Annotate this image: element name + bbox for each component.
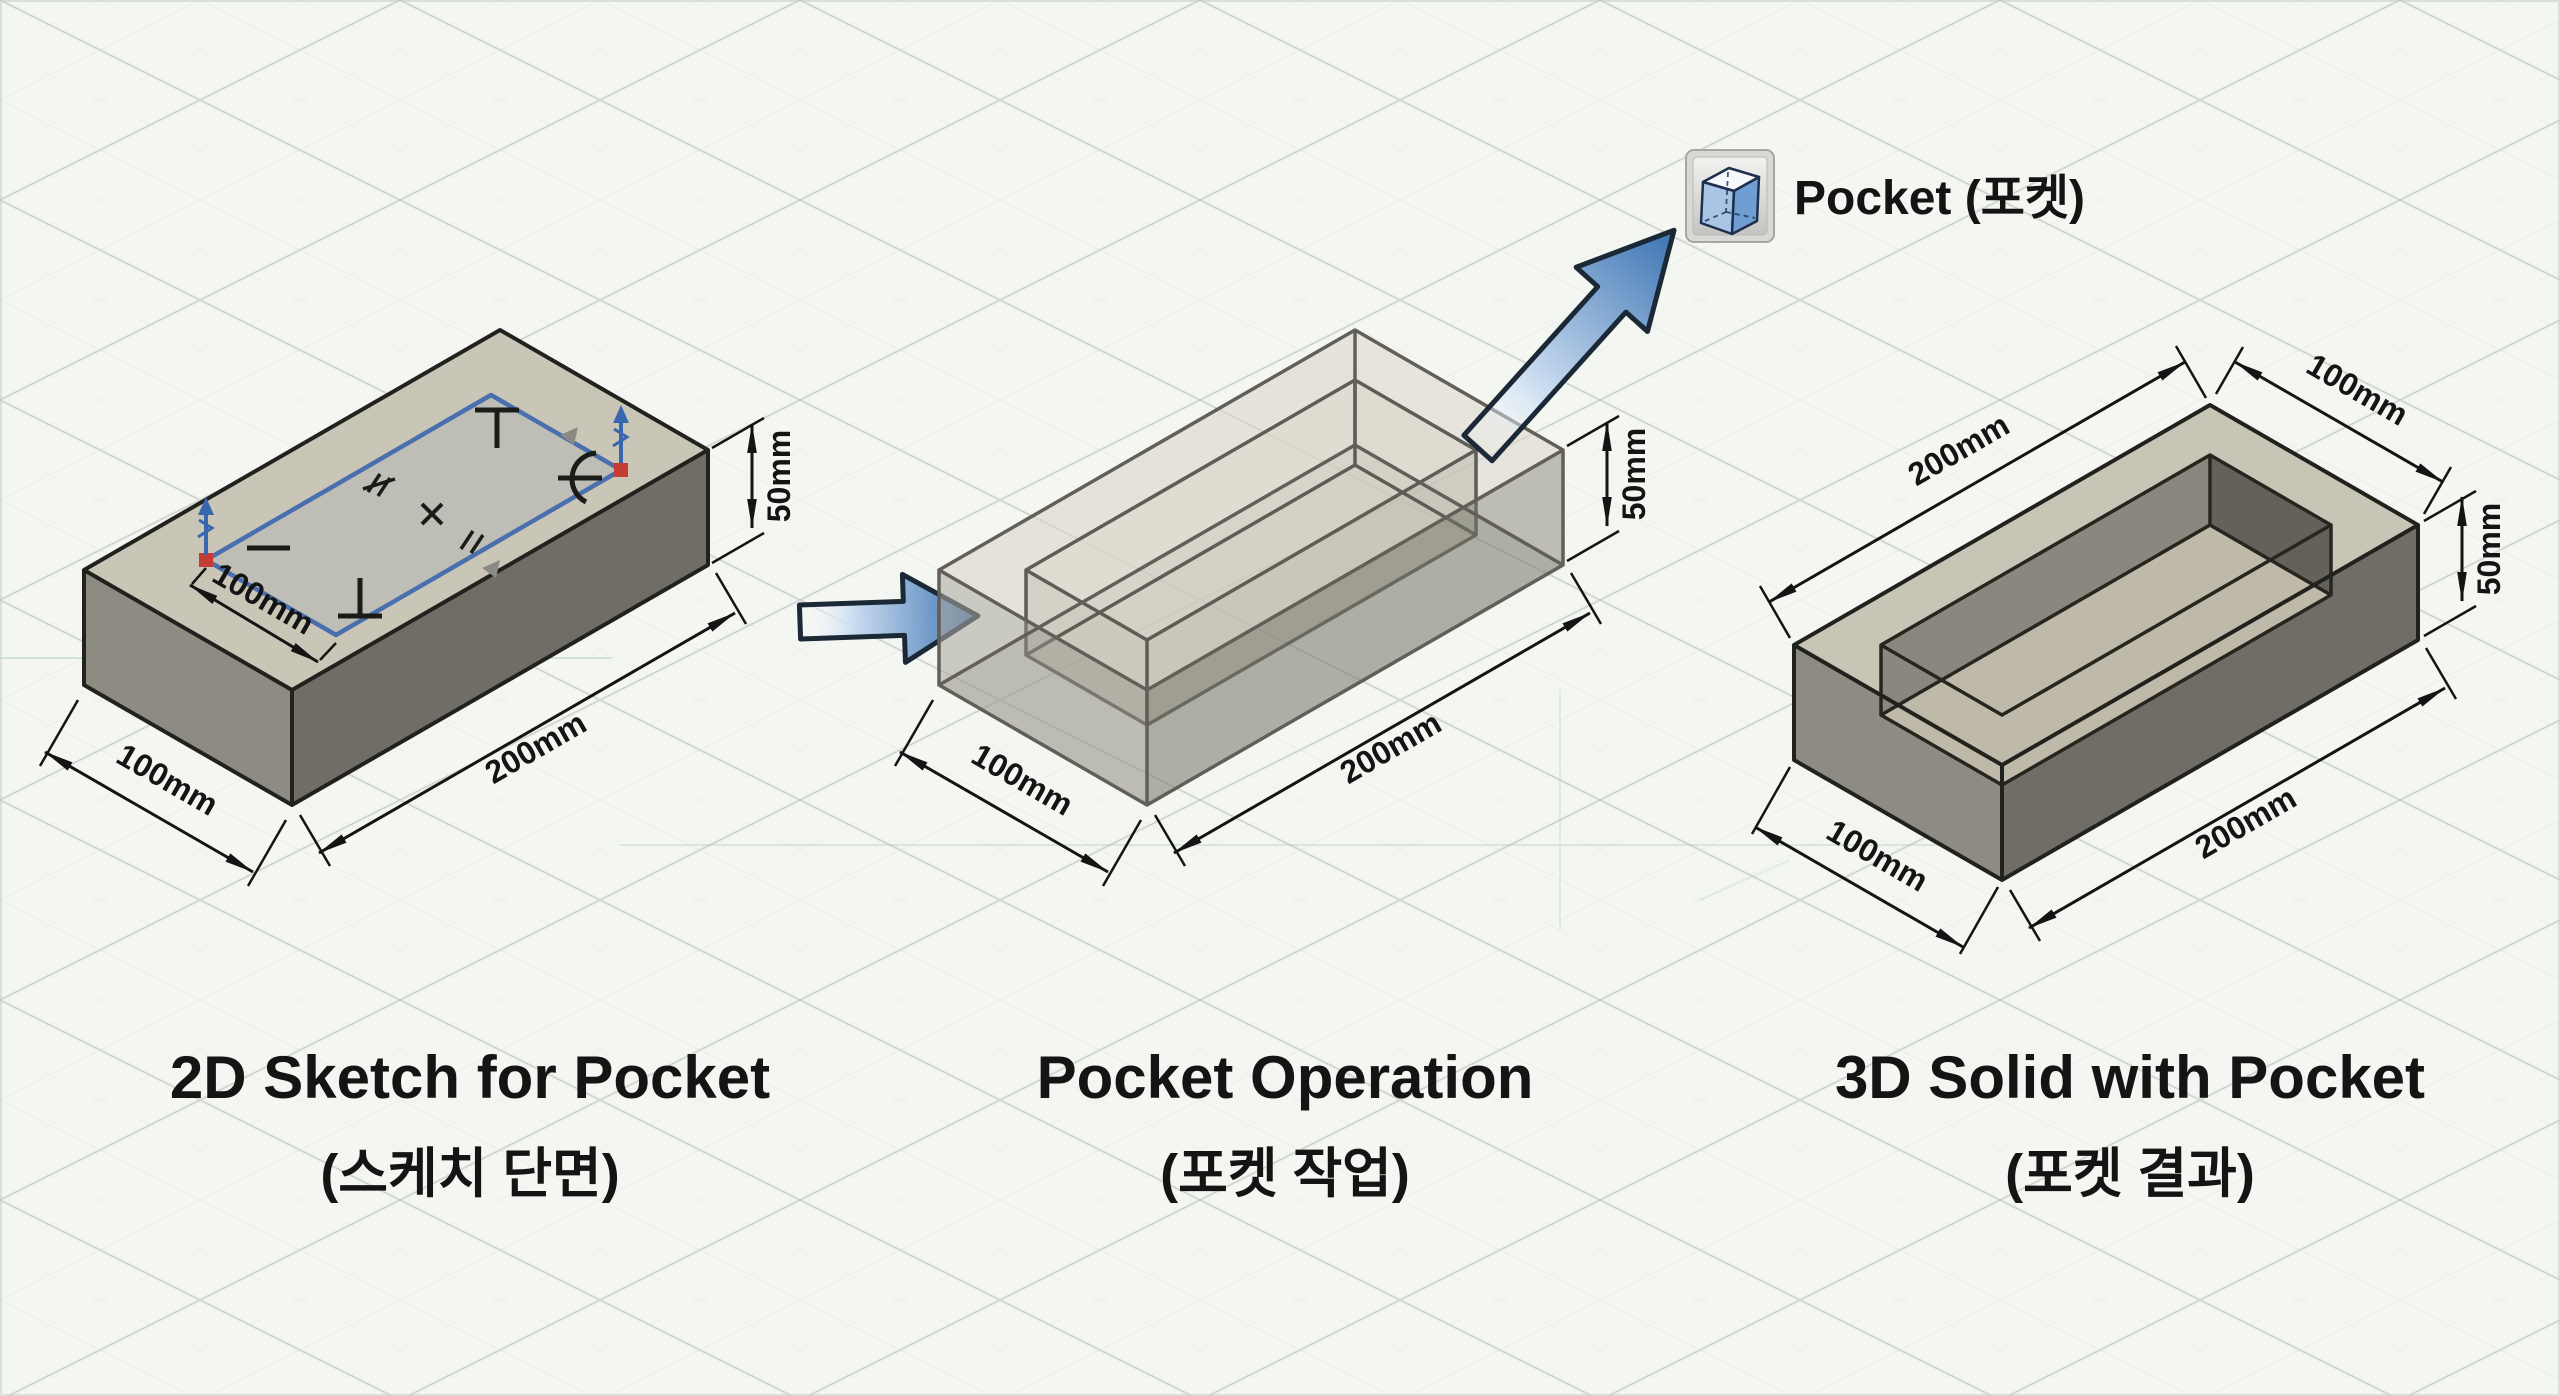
dimension-height: 50mm xyxy=(2423,489,2507,638)
block1-left-face xyxy=(84,570,292,805)
block2-back-right-face xyxy=(1355,330,1563,565)
sketch-constraint-glyphs xyxy=(247,407,602,619)
figure3-title: 3D Solid with Pocket xyxy=(1835,1044,2425,1111)
figure1-subtitle: (스케치 단면) xyxy=(320,1144,619,1204)
block2-edges xyxy=(937,328,1565,807)
workflow-arrow-icon xyxy=(796,571,981,665)
sketch-axis-arrows xyxy=(197,405,630,555)
figure3-subtitle: (포켓 결과) xyxy=(2005,1144,2255,1204)
dim-label: 50mm xyxy=(2471,503,2507,596)
block3-left-face xyxy=(1794,645,2002,880)
pocket-tool-label: Pocket (포켓) xyxy=(1794,172,2085,225)
block2-back-left-face xyxy=(939,330,1355,685)
figure-2d-sketch: 100mm 100mm 200mm 50mm xyxy=(38,328,797,887)
cursor-marks xyxy=(482,427,578,578)
sketch-point-left xyxy=(199,553,213,567)
figure2-subtitle: (포켓 작업) xyxy=(1160,1144,1410,1204)
figure1-title: 2D Sketch for Pocket xyxy=(170,1044,770,1111)
captions: 2D Sketch for Pocket (스케치 단면) Pocket Ope… xyxy=(170,1044,2425,1204)
block2-top-face xyxy=(939,330,1563,690)
dimension-height: 50mm xyxy=(1566,414,1652,563)
figure2-title: Pocket Operation xyxy=(1037,1044,1534,1111)
pocket-callout-arrow-icon xyxy=(1461,227,1677,464)
sketch-point-right xyxy=(614,463,628,477)
dimension-height: 50mm xyxy=(711,416,797,565)
dim-label: 50mm xyxy=(761,430,797,523)
block2-front-left-face xyxy=(939,570,1147,805)
figure-pocket-operation: 100mm 200mm 50mm xyxy=(893,328,1652,887)
block1-edges xyxy=(82,328,710,807)
pocket-tool-button: Pocket (포켓) xyxy=(1685,149,2085,243)
pocket-cube-icon xyxy=(1699,166,1761,236)
dim-label: 50mm xyxy=(1616,428,1652,521)
